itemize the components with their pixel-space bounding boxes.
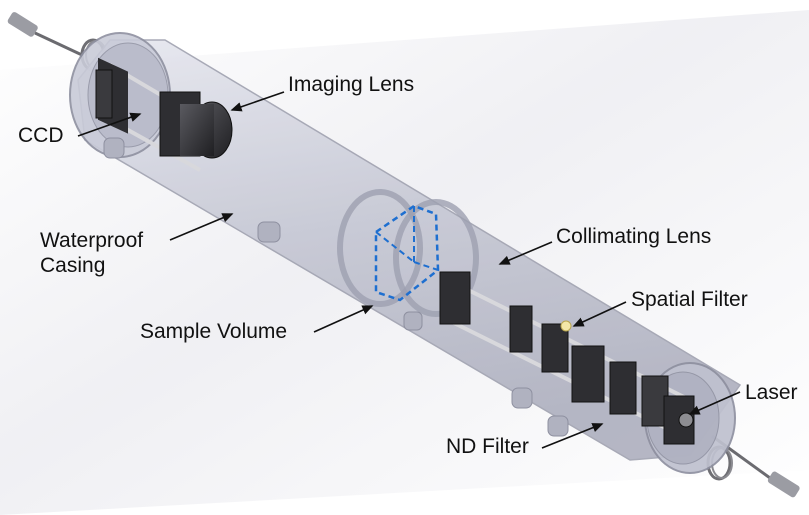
laser-assembly: [663, 395, 695, 445]
imaging-lens-assembly: [159, 91, 233, 159]
laser-label: Laser: [745, 381, 798, 404]
waterproof-casing-label-line1: Waterproof: [40, 229, 144, 252]
nd-filter-assembly: [571, 345, 669, 427]
spatial-filter-assembly: [541, 320, 572, 373]
imaging-lens-label: Imaging Lens: [288, 73, 415, 96]
collimating-lens-label: Collimating Lens: [556, 225, 712, 248]
waterproof-casing-label: Waterproof Casing: [40, 228, 160, 278]
sample-volume-label: Sample Volume: [140, 320, 288, 343]
ccd-label: CCD: [18, 124, 64, 147]
leader-arrows: [77, 91, 741, 449]
nd-filter-label: ND Filter: [446, 435, 529, 458]
waterproof-casing-label-line2: Casing: [40, 254, 106, 277]
ccd-assembly: [95, 57, 202, 172]
sample-volume-box: [374, 204, 440, 302]
spatial-filter-label: Spatial Filter: [631, 288, 748, 311]
